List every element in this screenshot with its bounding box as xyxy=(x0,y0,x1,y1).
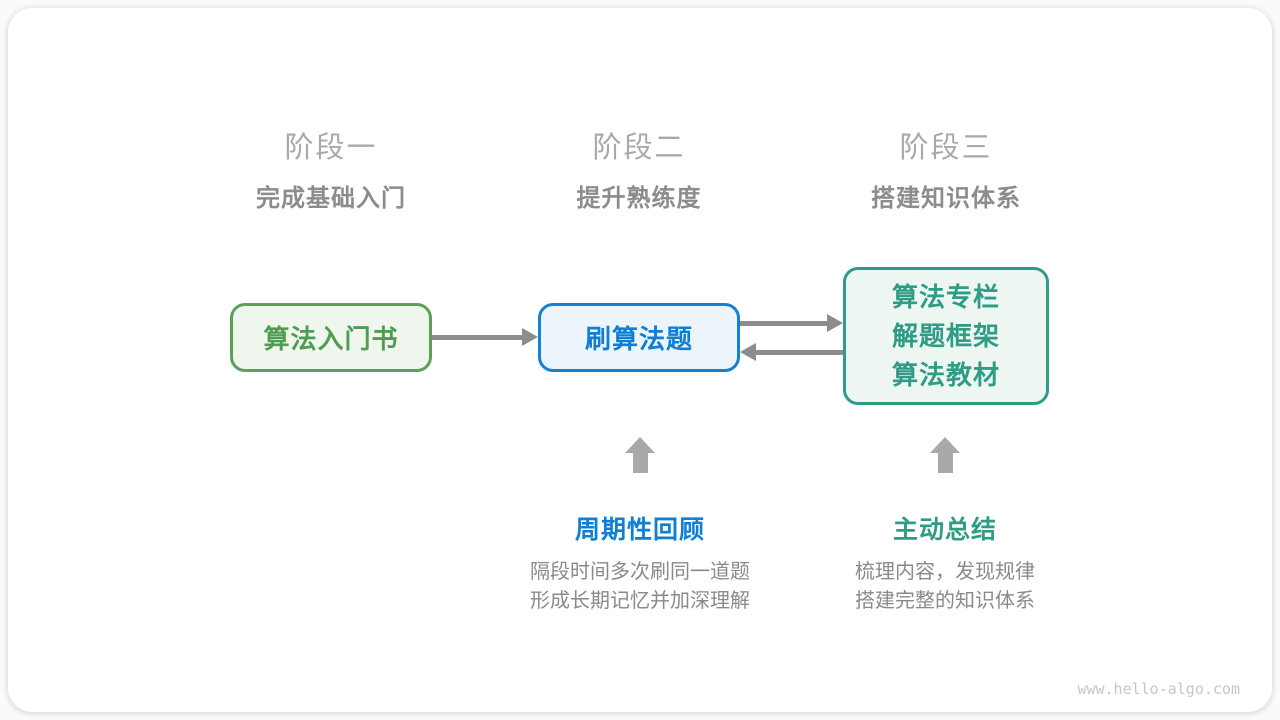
node-intro-book-label: 算法入门书 xyxy=(263,324,399,354)
arrow-up-stem xyxy=(633,452,648,473)
stage-2-subtitle: 提升熟练度 xyxy=(576,185,702,212)
arrow-left-icon xyxy=(740,343,756,361)
arrow-right-icon xyxy=(827,314,843,332)
annotation-summary-desc: 梳理内容，发现规律 搭建完整的知识体系 xyxy=(780,558,1110,616)
stage-2-title: 阶段二 xyxy=(592,132,686,164)
arrow-1-shaft xyxy=(432,335,524,340)
node-knowledge-line-3: 算法教材 xyxy=(891,359,1000,390)
watermark: www.hello-algo.com xyxy=(1077,680,1240,698)
node-practice-problems-label: 刷算法题 xyxy=(584,324,693,354)
stage-1-title: 阶段一 xyxy=(284,132,378,164)
annotation-review-label: 周期性回顾 xyxy=(574,516,705,544)
summary-desc-line-1: 梳理内容，发现规律 xyxy=(855,561,1035,583)
arrow-right-icon xyxy=(522,328,538,346)
node-knowledge-line-2: 解题框架 xyxy=(891,320,1000,351)
stage-3-title: 阶段三 xyxy=(899,132,993,164)
node-intro-book: 算法入门书 xyxy=(230,303,432,372)
stage-3-subtitle: 搭建知识体系 xyxy=(871,185,1021,212)
review-desc-line-2: 形成长期记忆并加深理解 xyxy=(530,590,750,612)
diagram-card: 阶段一 阶段二 阶段三 完成基础入门 提升熟练度 搭建知识体系 算法入门书 刷算… xyxy=(8,8,1272,712)
node-knowledge-line-1: 算法专栏 xyxy=(891,281,1000,312)
node-knowledge-sources: 算法专栏 解题框架 算法教材 xyxy=(843,267,1049,405)
annotation-summary-label: 主动总结 xyxy=(892,516,997,544)
arrow-2-shaft xyxy=(740,321,829,326)
arrow-up-icon xyxy=(930,437,960,453)
node-practice-problems: 刷算法题 xyxy=(538,303,740,372)
arrow-up-icon xyxy=(625,437,655,453)
annotation-review-desc: 隔段时间多次刷同一道题 形成长期记忆并加深理解 xyxy=(475,558,805,616)
stage-1-subtitle: 完成基础入门 xyxy=(256,185,406,212)
review-desc-line-1: 隔段时间多次刷同一道题 xyxy=(530,561,750,583)
summary-desc-line-2: 搭建完整的知识体系 xyxy=(855,590,1035,612)
arrow-3-shaft xyxy=(756,350,843,355)
arrow-up-stem xyxy=(938,452,953,473)
